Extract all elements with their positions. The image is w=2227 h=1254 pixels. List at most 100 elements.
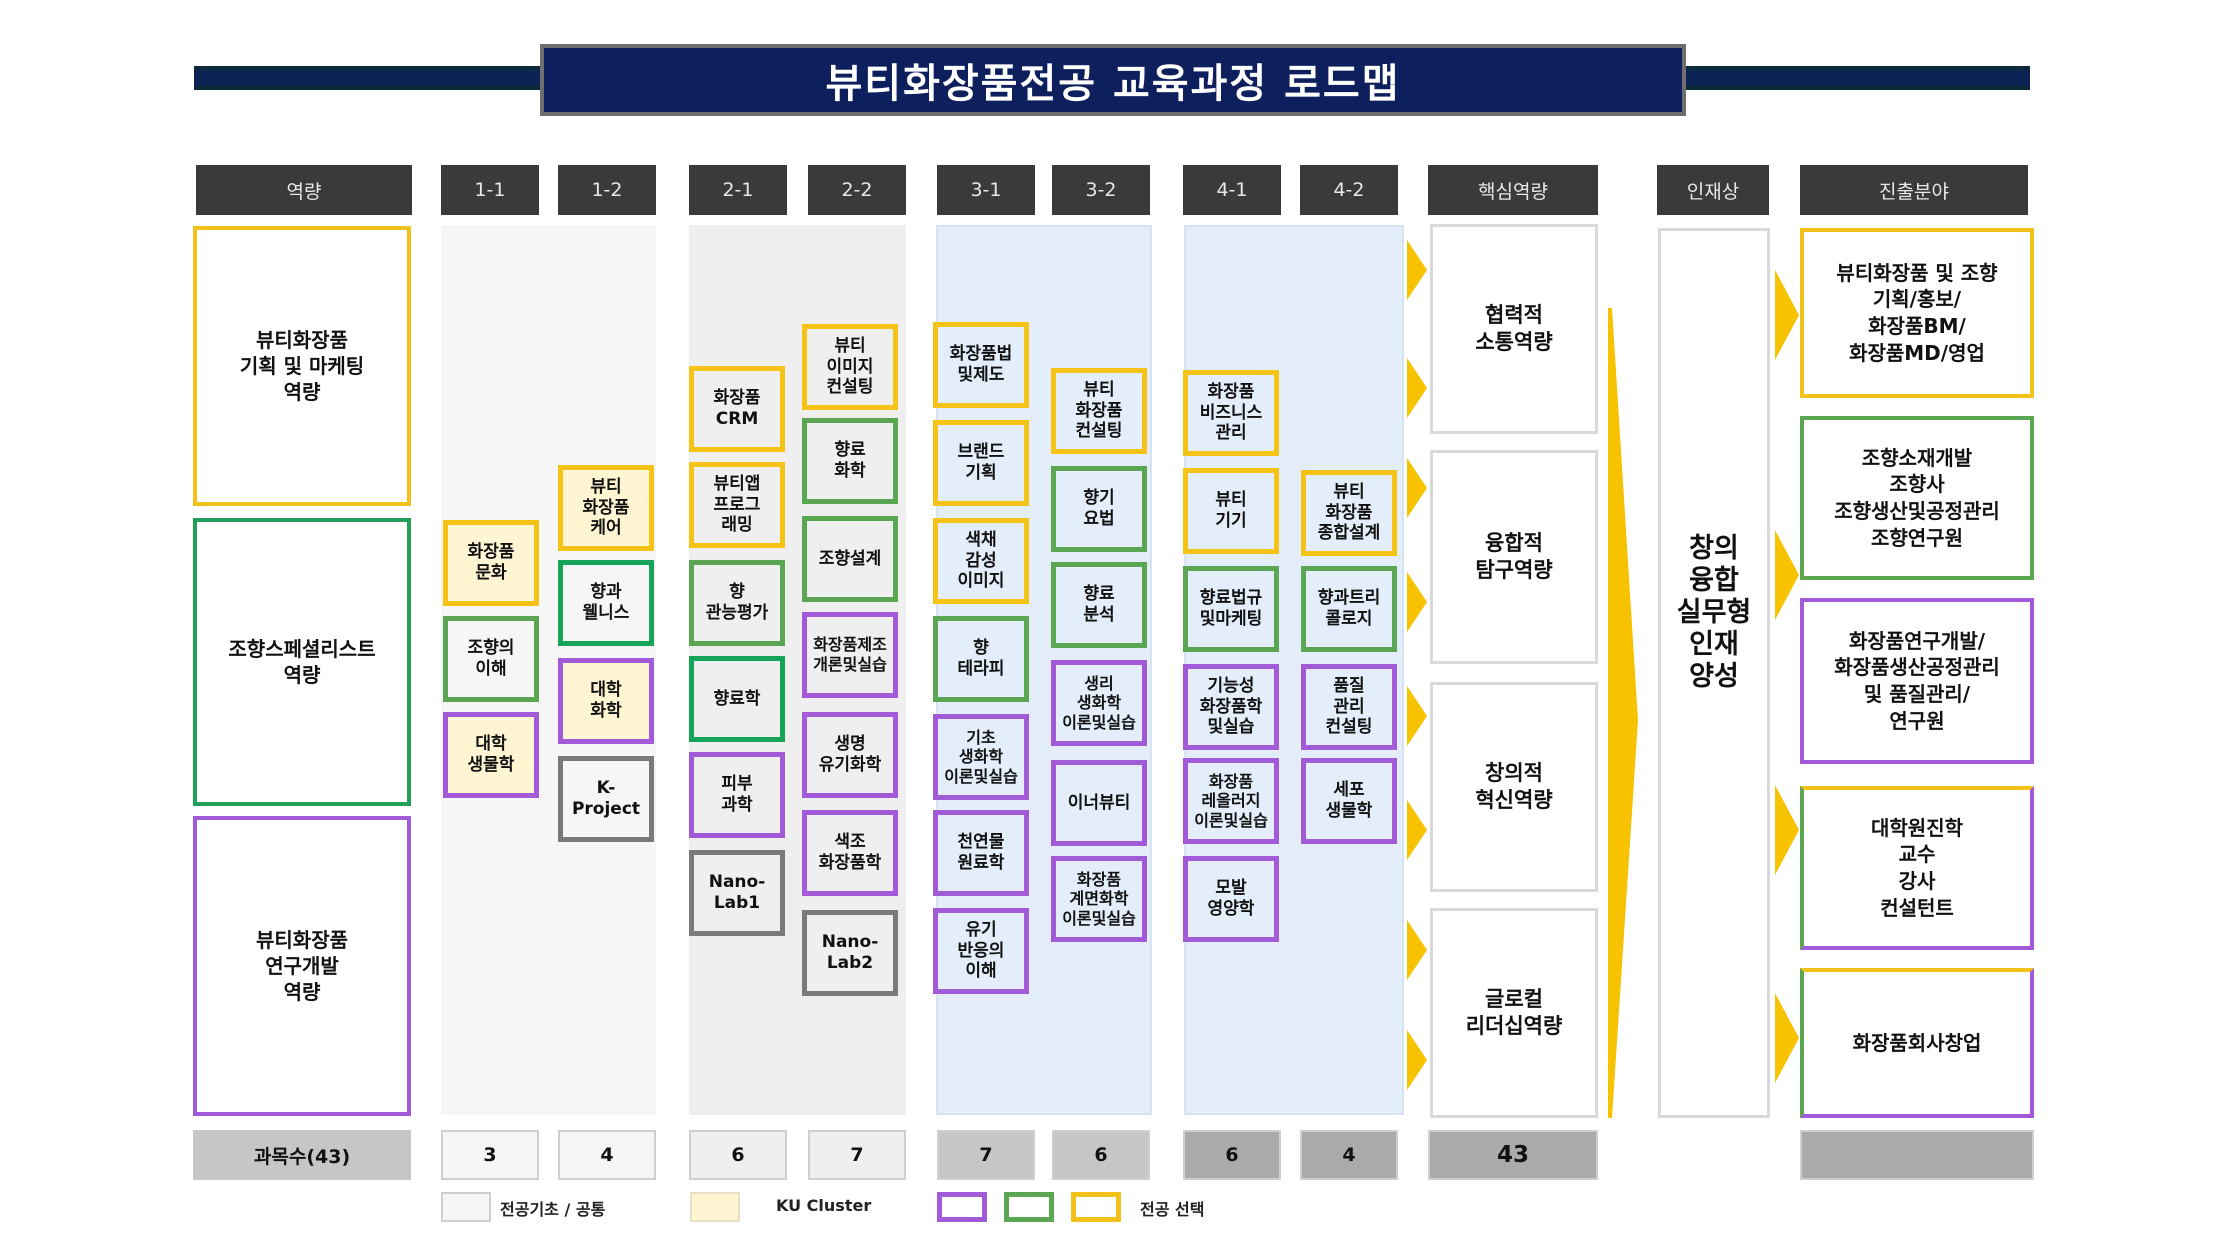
competency-perfumery-specialist: 조향스페셜리스트 역량 xyxy=(193,518,411,806)
arrow-right-icon xyxy=(1775,270,1799,360)
year4-column-bg xyxy=(1184,225,1404,1115)
legend-green-swatch xyxy=(1004,1192,1054,1222)
competency-research-development: 뷰티화장품 연구개발 역량 xyxy=(193,816,411,1116)
course-bio-organic-chemistry: 생명 유기화학 xyxy=(802,712,898,798)
arrow-right-icon xyxy=(1407,686,1427,746)
count-4-1: 6 xyxy=(1183,1130,1281,1180)
header-sem-1-2: 1-2 xyxy=(558,165,656,215)
legend-common-swatch xyxy=(441,1192,491,1222)
course-color-emotion-image: 색채 감성 이미지 xyxy=(933,518,1029,604)
arrow-right-icon xyxy=(1775,993,1799,1083)
arrow-right-icon xyxy=(1407,240,1427,300)
course-beauty-app-programming: 뷰티앱 프로그 래밍 xyxy=(689,462,785,548)
legend-yellow-swatch xyxy=(1071,1192,1121,1222)
course-intro-perfumery: 조향의 이해 xyxy=(443,616,539,702)
arrow-right-icon xyxy=(1775,530,1799,620)
arrow-right-icon xyxy=(1407,1030,1427,1090)
page-title-box: 뷰티화장품전공 교육과정 로드맵 xyxy=(540,44,1686,116)
legend-ku-swatch xyxy=(690,1192,740,1222)
course-fragrance-regulation-marketing: 향료법규 및마케팅 xyxy=(1183,566,1279,652)
count-3-2: 6 xyxy=(1052,1130,1150,1180)
course-aromatherapy: 향기 요법 xyxy=(1051,466,1147,552)
wedge-arrow-icon xyxy=(1608,308,1638,1118)
page-title: 뷰티화장품전공 교육과정 로드맵 xyxy=(825,61,1401,107)
career-planning-marketing: 뷰티화장품 및 조향 기획/홍보/ 화장품BM/ 화장품MD/영업 xyxy=(1800,228,2034,398)
core-glocal-leadership: 글로컬 리더십역량 xyxy=(1430,908,1598,1118)
course-beauty-cosmetics-care: 뷰티 화장품 케어 xyxy=(558,465,654,551)
course-k-project: K- Project xyxy=(558,756,654,842)
arrow-right-icon xyxy=(1407,358,1427,418)
header-career: 진출분야 xyxy=(1800,165,2028,215)
header-sem-4-2: 4-2 xyxy=(1300,165,1398,215)
course-university-biology: 대학 생물학 xyxy=(443,712,539,798)
course-nano-lab1: Nano- Lab1 xyxy=(689,850,785,936)
course-brand-planning: 브랜드 기획 xyxy=(933,420,1029,506)
course-beauty-image-consulting: 뷰티 이미지 컨설팅 xyxy=(802,324,898,410)
career-startup: 화장품회사창업 xyxy=(1800,968,2034,1118)
count-4-2: 4 xyxy=(1300,1130,1398,1180)
core-convergent-inquiry: 융합적 탐구역량 xyxy=(1430,450,1598,664)
course-aromachology: 향과트리 콜로지 xyxy=(1301,566,1397,652)
arrow-right-icon xyxy=(1407,458,1427,518)
arrow-right-icon xyxy=(1775,785,1799,875)
course-cosmetics-business-management: 화장품 비즈니스 관리 xyxy=(1183,370,1279,456)
course-basic-biochemistry: 기초 생화학 이론및실습 xyxy=(933,714,1029,800)
course-nano-lab2: Nano- Lab2 xyxy=(802,910,898,996)
course-count-label: 과목수(43) xyxy=(193,1130,411,1180)
course-cosmetics-culture: 화장품 문화 xyxy=(443,520,539,606)
core-creative-innovation: 창의적 혁신역량 xyxy=(1430,682,1598,892)
course-inner-beauty: 이너뷰티 xyxy=(1051,760,1147,846)
course-scent-wellness: 향과 웰니스 xyxy=(558,560,654,646)
course-scent-sensory-evaluation: 향 관능평가 xyxy=(689,560,785,646)
course-quality-management-consulting: 품질 관리 컨설팅 xyxy=(1301,664,1397,750)
course-perfume-design: 조향설계 xyxy=(802,516,898,602)
career-research: 화장품연구개발/ 화장품생산공정관리 및 품질관리/ 연구원 xyxy=(1800,598,2034,764)
course-beauty-cosmetics-consulting: 뷰티 화장품 컨설팅 xyxy=(1051,368,1147,454)
course-scent-therapy: 향 테라피 xyxy=(933,616,1029,702)
course-functional-cosmetics: 기능성 화장품학 및실습 xyxy=(1183,664,1279,750)
career-count-blank xyxy=(1800,1130,2034,1180)
legend-common-label: 전공기초 / 공통 xyxy=(500,1200,606,1219)
course-cosmetics-crm: 화장품 CRM xyxy=(689,366,785,452)
competency-planning-marketing: 뷰티화장품 기획 및 마케팅 역량 xyxy=(193,226,411,506)
course-physiological-biochemistry: 생리 생화학 이론및실습 xyxy=(1051,660,1147,746)
course-surface-chemistry: 화장품 계면화학 이론및실습 xyxy=(1051,856,1147,942)
course-beauty-cosmetics-capstone: 뷰티 화장품 종합설계 xyxy=(1301,470,1397,556)
count-1-1: 3 xyxy=(441,1130,539,1180)
talent-profile: 창의 융합 실무형 인재 양성 xyxy=(1658,228,1770,1118)
course-cosmetics-law: 화장품법 및제도 xyxy=(933,322,1029,408)
legend-elective-label: 전공 선택 xyxy=(1140,1200,1205,1219)
header-sem-3-1: 3-1 xyxy=(937,165,1035,215)
course-fragrance-analysis: 향료 분석 xyxy=(1051,562,1147,648)
arrow-right-icon xyxy=(1407,800,1427,860)
course-university-chemistry: 대학 화학 xyxy=(558,658,654,744)
header-sem-4-1: 4-1 xyxy=(1183,165,1281,215)
year2-column-bg xyxy=(689,225,906,1115)
course-fragrance-science: 향료학 xyxy=(689,656,785,742)
header-talent: 인재상 xyxy=(1657,165,1769,215)
legend-purple-swatch xyxy=(937,1192,987,1222)
header-sem-2-2: 2-2 xyxy=(808,165,906,215)
course-natural-materials: 천연물 원료학 xyxy=(933,810,1029,896)
core-collaborative-communication: 협력적 소통역량 xyxy=(1430,224,1598,434)
header-core: 핵심역량 xyxy=(1428,165,1598,215)
arrow-right-icon xyxy=(1407,572,1427,632)
header-competency: 역량 xyxy=(196,165,412,215)
course-cosmetics-rheology: 화장품 레올러지 이론및실습 xyxy=(1183,758,1279,844)
header-sem-3-2: 3-2 xyxy=(1052,165,1150,215)
course-organic-reactions: 유기 반응의 이해 xyxy=(933,908,1029,994)
career-academia: 대학원진학 교수 강사 컨설턴트 xyxy=(1800,786,2034,950)
legend-ku-label: KU Cluster xyxy=(776,1196,872,1215)
header-sem-1-1: 1-1 xyxy=(441,165,539,215)
course-cell-biology: 세포 생물학 xyxy=(1301,758,1397,844)
course-fragrance-chemistry: 향료 화학 xyxy=(802,418,898,504)
career-perfumery: 조향소재개발 조향사 조향생산및공정관리 조향연구원 xyxy=(1800,416,2034,580)
course-color-cosmetics: 색조 화장품학 xyxy=(802,810,898,896)
course-skin-science: 피부 과학 xyxy=(689,752,785,838)
count-2-2: 7 xyxy=(808,1130,906,1180)
course-hair-nutrition: 모발 영양학 xyxy=(1183,856,1279,942)
course-cosmetics-manufacturing: 화장품제조 개론및실습 xyxy=(802,612,898,698)
header-sem-2-1: 2-1 xyxy=(689,165,787,215)
count-3-1: 7 xyxy=(937,1130,1035,1180)
count-total: 43 xyxy=(1428,1130,1598,1180)
